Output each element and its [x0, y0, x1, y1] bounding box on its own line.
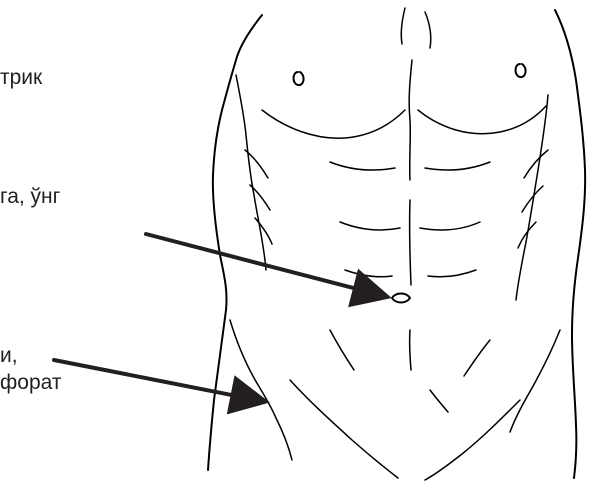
lower-abdomen-mark-left	[330, 330, 354, 370]
left-rib-mark-2	[250, 185, 270, 210]
arrow-umbilical	[146, 234, 384, 296]
torso-left-outline	[208, 15, 262, 470]
abs-line-1-right	[425, 162, 490, 170]
sternum-line	[409, 60, 412, 180]
navel	[392, 294, 410, 303]
inguinal-left	[290, 380, 398, 478]
lower-abdomen-mark-right	[464, 340, 490, 376]
left-pectoral-line	[262, 110, 405, 138]
abs-line-1-left	[330, 162, 395, 170]
abs-line-2-left	[340, 222, 400, 230]
inguinal-right	[425, 400, 520, 480]
right-rib-mark-1	[524, 150, 548, 178]
neck-left-line	[401, 8, 405, 44]
torso-left-inner-line	[236, 75, 266, 270]
arrow-lower	[54, 360, 262, 401]
lower-linea	[410, 330, 411, 370]
neck-right-line	[425, 12, 431, 48]
abs-line-3-right	[428, 270, 476, 277]
abs-line-3-left	[345, 270, 392, 277]
abs-line-2-right	[420, 222, 480, 230]
lower-abdomen-mark-center	[430, 390, 448, 412]
linea-alba	[410, 200, 411, 285]
torso-right-outline	[555, 10, 585, 478]
right-pectoral-line	[418, 106, 546, 134]
right-flank-contour	[510, 330, 560, 432]
left-rib-mark-3	[255, 218, 272, 244]
right-nipple	[516, 64, 526, 77]
left-flank-contour	[230, 320, 292, 460]
left-nipple	[294, 72, 304, 85]
